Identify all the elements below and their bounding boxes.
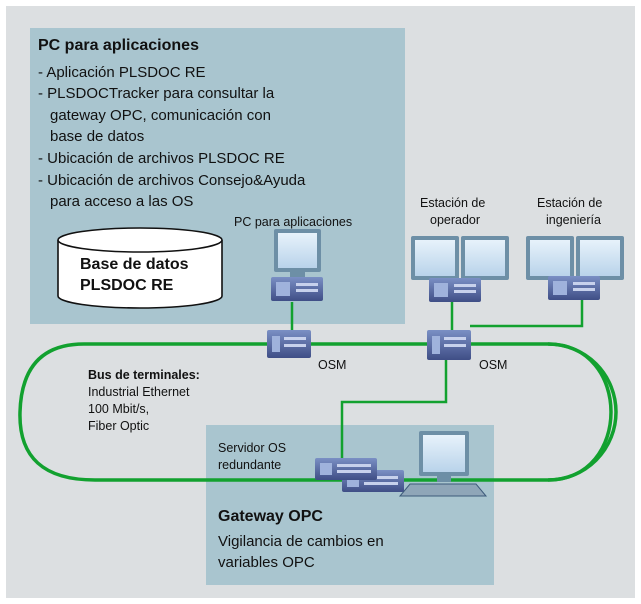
pc-panel-line-3-text: gateway OPC, comunicación con bbox=[50, 107, 271, 124]
osm-label-right: OSM bbox=[479, 358, 508, 372]
pc-panel-title: PC para aplicaciones bbox=[38, 37, 199, 54]
pc-panel-line-7: para acceso a las OS bbox=[38, 191, 193, 212]
operator-station-label-1: Estación de bbox=[420, 196, 486, 210]
pc-panel-line-6: - Ubicación de archivos Consejo&Ayuda bbox=[38, 172, 306, 189]
gateway-line-1: Vigilancia de cambios en bbox=[218, 533, 384, 550]
pc-panel-line-7-text: para acceso a las OS bbox=[50, 193, 194, 210]
osm-switch-right bbox=[427, 330, 471, 360]
operator-station bbox=[411, 236, 509, 302]
osm-label-left: OSM bbox=[318, 358, 347, 372]
engineering-station-label-1: Estación de bbox=[537, 196, 603, 210]
pc-panel-line-5: - Ubicación de archivos PLSDOC RE bbox=[38, 150, 285, 167]
pc-panel-line-2: - PLSDOCTracker para consultar la bbox=[38, 85, 275, 102]
pc-panel-line-1: - Aplicación PLSDOC RE bbox=[38, 64, 206, 81]
bus-line-3: Fiber Optic bbox=[88, 419, 150, 433]
database-label-line-1: Base de datos bbox=[80, 256, 189, 273]
gateway-title: Gateway OPC bbox=[218, 508, 323, 525]
osm-switch-left bbox=[267, 330, 311, 358]
pc-panel-line-3: gateway OPC, comunicación con bbox=[38, 105, 271, 126]
gateway-line-2: variables OPC bbox=[218, 554, 315, 571]
database-cylinder bbox=[57, 227, 223, 309]
link-server bbox=[340, 360, 448, 462]
engineering-station-label-2: ingeniería bbox=[546, 213, 601, 227]
pc-panel-line-4: base de datos bbox=[38, 126, 144, 147]
bus-title: Bus de terminales: bbox=[88, 368, 200, 382]
operator-station-label-2: operador bbox=[430, 213, 481, 227]
bus-line-2: 100 Mbit/s, bbox=[88, 402, 150, 416]
terminal-bus-ring-right bbox=[547, 342, 613, 482]
database-label-line-2: PLSDOC RE bbox=[80, 277, 174, 294]
pc-app-workstation bbox=[271, 229, 323, 301]
pc-panel-line-4-text: base de datos bbox=[50, 128, 145, 145]
engineering-station bbox=[526, 236, 624, 300]
server-label-2: redundante bbox=[218, 458, 282, 472]
server-label-1: Servidor OS bbox=[218, 441, 287, 455]
gateway-workstation bbox=[398, 431, 488, 497]
pc-app-station-label: PC para aplicaciones bbox=[234, 215, 353, 229]
bus-line-1: Industrial Ethernet bbox=[88, 385, 190, 399]
redundant-os-server bbox=[315, 458, 404, 492]
